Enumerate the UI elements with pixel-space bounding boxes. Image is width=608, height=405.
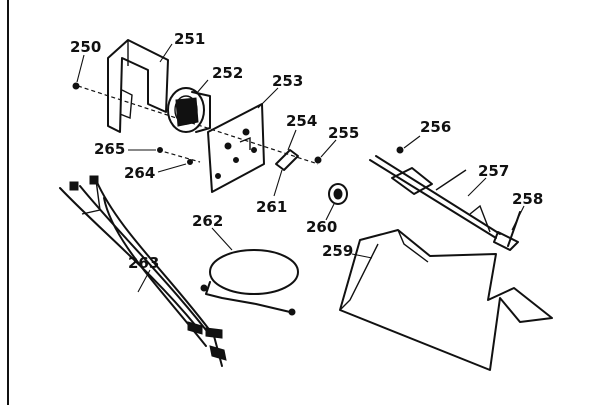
callout-257: 257 (478, 162, 509, 180)
callout-253: 253 (272, 72, 303, 90)
callout-260: 260 (306, 218, 337, 236)
leader-255 (320, 139, 337, 158)
callout-254: 254 (286, 112, 317, 130)
callout-256: 256 (420, 118, 451, 136)
callout-250: 250 (70, 38, 101, 56)
part-250-screw (72, 82, 80, 90)
part-260-grommet (328, 183, 348, 205)
part-255-screw (314, 156, 322, 164)
callout-264: 264 (124, 164, 155, 182)
callout-258: 258 (512, 190, 543, 208)
part-265-screw (157, 147, 163, 153)
callout-251: 251 (174, 30, 205, 48)
part-258-lever (493, 211, 521, 251)
callout-261: 261 (256, 198, 287, 216)
part-257-linkage (369, 155, 501, 239)
leader-256 (403, 135, 421, 149)
leader-257 (467, 177, 487, 197)
leader-252 (195, 79, 209, 95)
leader-261 (273, 169, 283, 197)
callout-263: 263 (128, 254, 159, 272)
callout-259: 259 (322, 242, 353, 260)
leader-259 (351, 253, 373, 259)
callout-252: 252 (212, 64, 243, 82)
part-259-shelf (339, 229, 553, 371)
leader-260 (325, 203, 335, 221)
assembly-axis-line-lower (157, 149, 201, 163)
callout-265: 265 (94, 140, 125, 158)
part-251-bracket (107, 39, 169, 133)
leader-264 (157, 163, 187, 173)
leader-250 (76, 54, 85, 83)
leader-251 (159, 43, 173, 63)
leader-258 (511, 205, 525, 231)
leader-263 (137, 269, 151, 293)
leader-253 (257, 87, 279, 109)
leader-262 (211, 227, 233, 251)
callout-262: 262 (192, 212, 223, 230)
part-263-wire-harness (59, 175, 227, 367)
part-256-screw (396, 146, 404, 154)
part-253-plate (207, 103, 265, 193)
part-252-motor (167, 87, 211, 133)
callout-255: 255 (328, 124, 359, 142)
part-261-plunger (275, 149, 299, 171)
leader-254 (287, 129, 297, 151)
part-264-screw (187, 159, 193, 165)
part-262-wire (200, 249, 299, 316)
